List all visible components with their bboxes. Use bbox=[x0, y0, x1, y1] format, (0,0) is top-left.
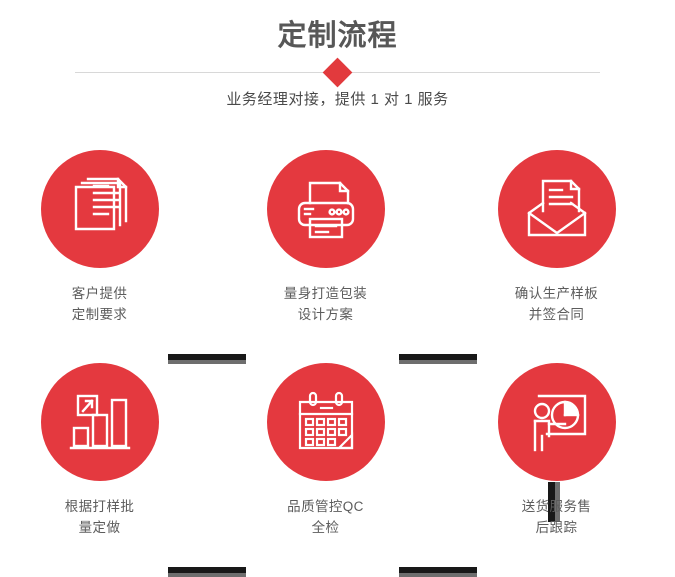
flow-step-1[interactable]: 客户提供 定制要求 bbox=[7, 150, 192, 325]
diamond-marker-icon bbox=[322, 57, 353, 88]
bar-chart-growth-icon bbox=[69, 394, 130, 450]
presenter-pie-chart-icon bbox=[533, 394, 586, 452]
flow-step-3[interactable]: 确认生产样板 并签合同 bbox=[464, 150, 649, 325]
process-flow-diagram: 客户提供 定制要求 量身打造包装 设计方案 bbox=[0, 150, 675, 577]
connector-bar bbox=[548, 482, 555, 522]
flow-step-6-label: 送货服务售 后跟踪 bbox=[521, 499, 592, 535]
connector-step1-step2 bbox=[168, 354, 246, 364]
flow-step-5-circle[interactable] bbox=[266, 363, 385, 481]
flow-step-4[interactable]: 根据打样批 量定做 bbox=[7, 363, 192, 538]
flow-step-5-label: 品质管控QC 全检 bbox=[287, 499, 364, 535]
flow-step-5[interactable]: 品质管控QC 全检 bbox=[233, 363, 418, 538]
connector-bar bbox=[399, 354, 477, 360]
connector-shadow bbox=[399, 573, 477, 577]
connector-shadow bbox=[555, 482, 560, 522]
connector-step5-step6 bbox=[399, 567, 477, 577]
connector-shadow bbox=[168, 360, 246, 364]
flow-step-4-circle[interactable] bbox=[40, 363, 159, 481]
connector-step2-step3 bbox=[399, 354, 477, 364]
connector-bar bbox=[168, 354, 246, 360]
flow-step-2-label: 量身打造包装 设计方案 bbox=[283, 286, 368, 322]
flow-step-6-circle[interactable] bbox=[497, 363, 616, 481]
flow-step-2-circle[interactable] bbox=[266, 150, 385, 268]
flow-step-1-circle[interactable] bbox=[40, 150, 159, 268]
connector-shadow bbox=[399, 360, 477, 364]
flow-step-3-label: 确认生产样板 并签合同 bbox=[514, 286, 599, 322]
connector-shadow bbox=[168, 573, 246, 577]
connector-step3-step6 bbox=[548, 482, 560, 522]
printer-icon bbox=[297, 181, 354, 239]
page-header: 定制流程 业务经理对接，提供 1 对 1 服务 bbox=[0, 0, 675, 125]
page-title: 定制流程 bbox=[277, 20, 398, 52]
flow-step-6[interactable]: 送货服务售 后跟踪 bbox=[464, 363, 649, 538]
flow-step-4-label: 根据打样批 量定做 bbox=[64, 499, 135, 535]
flow-step-2[interactable]: 量身打造包装 设计方案 bbox=[233, 150, 418, 325]
connector-step4-step5 bbox=[168, 567, 246, 577]
envelope-document-icon bbox=[526, 179, 587, 237]
header-divider bbox=[75, 57, 600, 88]
page-subtitle: 业务经理对接，提供 1 对 1 服务 bbox=[226, 91, 449, 108]
flow-step-3-circle[interactable] bbox=[497, 150, 616, 268]
flow-step-1-label: 客户提供 定制要求 bbox=[71, 286, 128, 322]
documents-stack-icon bbox=[74, 177, 127, 231]
calendar-icon bbox=[298, 391, 353, 450]
